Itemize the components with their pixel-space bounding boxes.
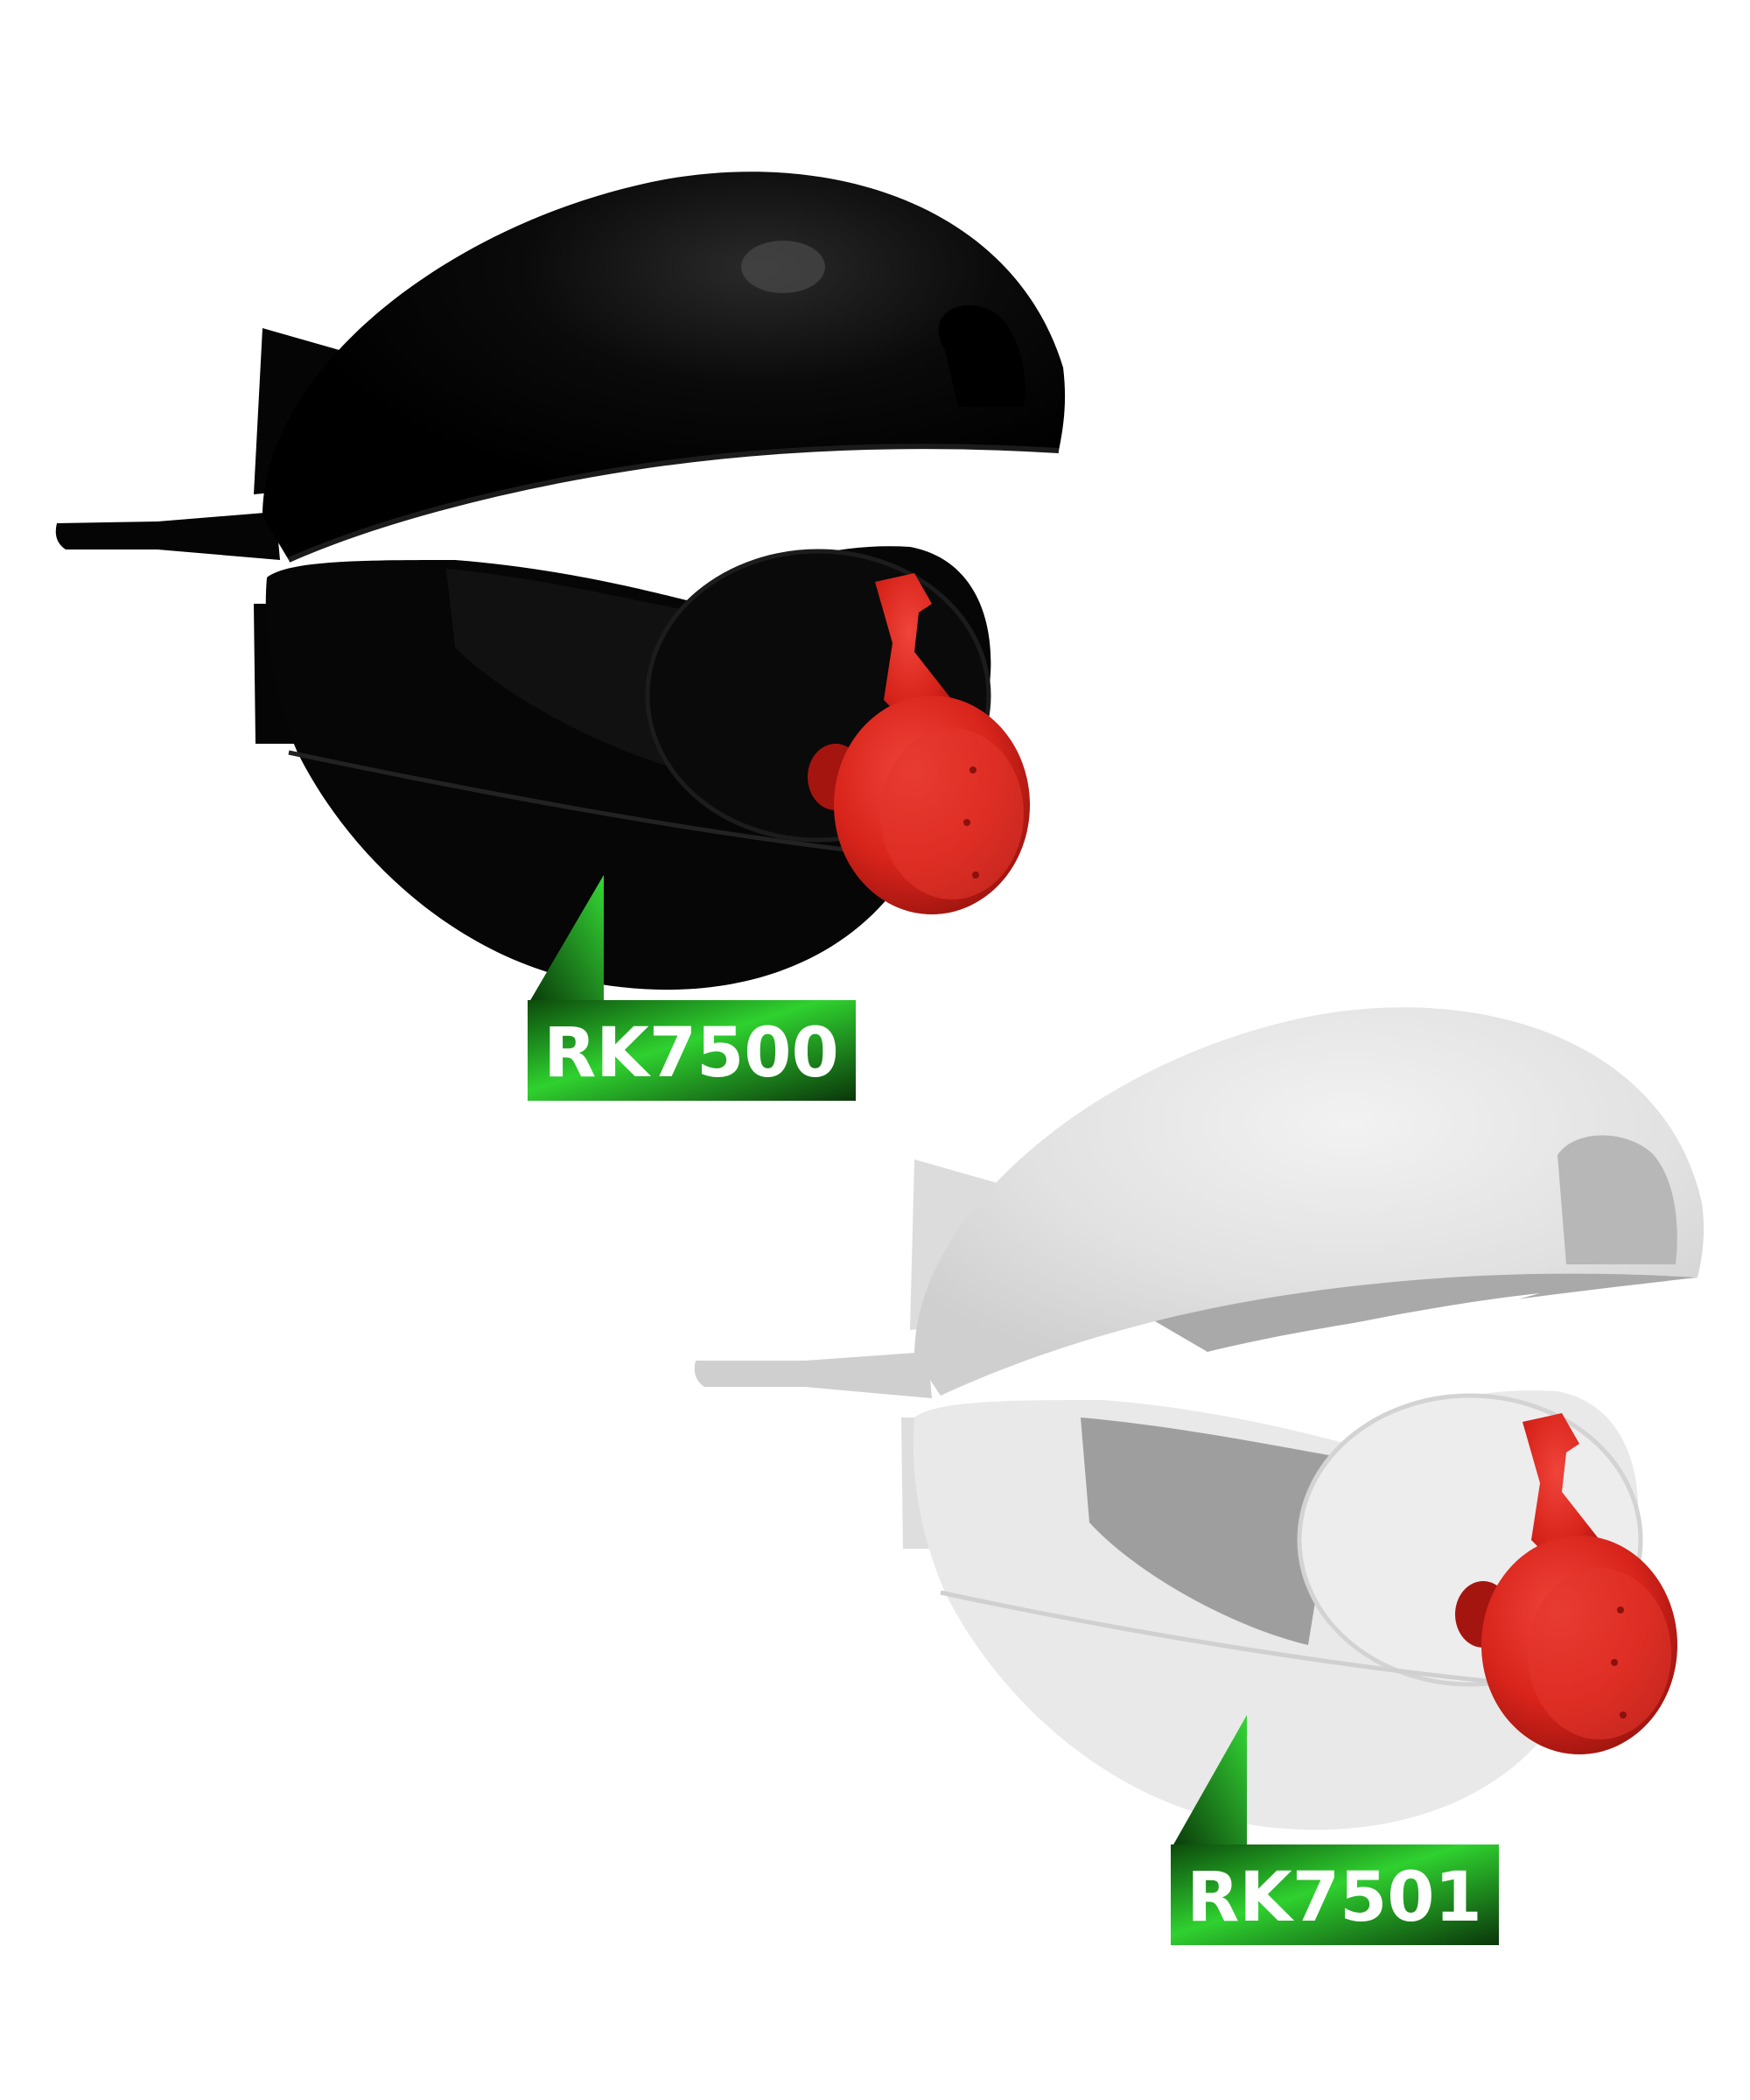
product-black-bait-rocket: [55, 172, 1066, 990]
inner-cone: [1081, 1418, 1339, 1645]
lower-rim: [288, 750, 876, 856]
product-code-label-rk7501: RK7501: [1171, 1715, 1499, 1945]
product-code-label-rk7500: RK7500: [528, 875, 856, 1101]
cap-dot: [972, 872, 979, 878]
label-box: [1171, 1844, 1499, 1945]
inner-cone: [446, 569, 700, 770]
lid-opening: [938, 304, 1026, 407]
lower-rim: [940, 1590, 1523, 1687]
cap-dot: [963, 819, 970, 826]
label-box: [528, 1000, 856, 1101]
lid-highlight: [741, 241, 825, 293]
cap-dot: [1611, 1659, 1618, 1666]
red-cap-face: [880, 728, 1024, 900]
product-code-text: RK7500: [543, 1014, 839, 1093]
label-tab: [1172, 1715, 1247, 1846]
product-code-text: RK7501: [1186, 1858, 1482, 1937]
lid-inner: [1155, 1273, 1698, 1352]
gap-inner: [442, 455, 901, 567]
cap-dot: [1617, 1606, 1624, 1614]
upper-lid: [262, 172, 1066, 560]
tail-spike: [694, 1352, 932, 1398]
cap-dot: [970, 766, 976, 774]
upper-lid: [914, 1007, 1704, 1396]
red-cap-face: [1528, 1568, 1671, 1740]
tail-spike: [55, 512, 280, 560]
label-tab: [529, 875, 604, 1002]
gap-inner: [1085, 1293, 1540, 1404]
lid-rim: [287, 444, 1060, 563]
cap-dot: [1620, 1712, 1627, 1718]
lid-opening: [1558, 1135, 1677, 1264]
product-white-bait-rocket: [694, 1007, 1704, 1830]
